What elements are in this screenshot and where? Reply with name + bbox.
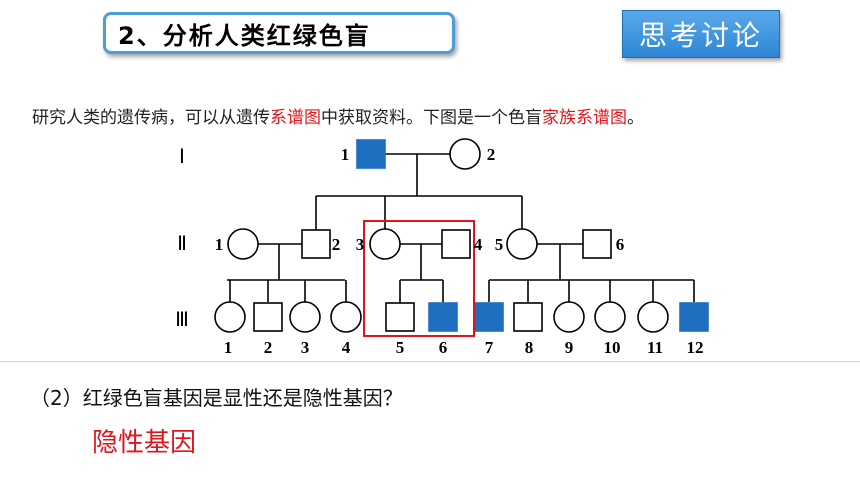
label-gen3-10: 10 <box>604 338 621 357</box>
section-divider <box>0 361 860 362</box>
label-gen3-8: 8 <box>525 338 534 357</box>
gen3-individual-1 <box>214 301 246 333</box>
label-gen2-2: 2 <box>332 235 341 254</box>
gen3-individual-4 <box>330 301 362 333</box>
gen3-individual-2 <box>253 302 283 332</box>
gen3-individual-12 <box>679 302 709 332</box>
label-gen3-4: 4 <box>342 338 351 357</box>
label-gen2-5: 5 <box>495 235 504 254</box>
label-gen2-3: 3 <box>356 235 365 254</box>
section-title-text: 2、分析人类红绿色盲 <box>118 21 371 50</box>
gen1-individual-1 <box>356 139 386 169</box>
gen2-individual-3 <box>369 228 401 260</box>
answer-text: 隐性基因 <box>92 428 197 458</box>
intro-part3: 。 <box>627 108 644 128</box>
gen3-individual-11 <box>637 301 669 333</box>
intro-part2: 中获取资料。下图是一个色盲 <box>321 108 542 128</box>
label-gen2-4: 4 <box>474 235 483 254</box>
label-gen3-5: 5 <box>396 338 405 357</box>
label-gen3-2: 2 <box>264 338 273 357</box>
gen2-individual-4 <box>441 229 471 259</box>
intro-highlight-pedigree: 系谱图 <box>270 108 321 128</box>
gen2-individual-5 <box>506 228 538 260</box>
gen3-individual-3 <box>289 301 321 333</box>
label-gen1-2: 2 <box>487 145 496 164</box>
gen2-individual-6 <box>582 229 612 259</box>
generation-label-1: Ⅰ <box>179 146 185 168</box>
discuss-button[interactable]: 思考讨论 <box>622 10 780 58</box>
label-gen3-12: 12 <box>687 338 704 357</box>
gen2-individual-1 <box>227 228 259 260</box>
label-gen3-6: 6 <box>439 338 448 357</box>
label-gen3-3: 3 <box>301 338 310 357</box>
label-gen1-1: 1 <box>341 145 350 164</box>
label-gen2-1: 1 <box>215 235 224 254</box>
gen1-individual-2 <box>449 138 481 170</box>
question-text: （2）红绿色盲基因是显性还是隐性基因？ <box>30 386 403 410</box>
label-gen3-11: 11 <box>647 338 663 357</box>
intro-text: 研究人类的遗传病，可以从遗传系谱图中获取资料。下图是一个色盲家族系谱图。 <box>32 103 644 128</box>
label-gen3-9: 9 <box>565 338 574 357</box>
gen3-individual-8 <box>513 302 543 332</box>
generation-label-3: Ⅲ <box>175 309 189 331</box>
gen2-individual-2 <box>301 229 331 259</box>
gen3-individual-5 <box>385 302 415 332</box>
gen3-individual-9 <box>553 301 585 333</box>
intro-highlight-family-pedigree: 家族系谱图 <box>542 108 627 128</box>
label-gen3-7: 7 <box>485 338 494 357</box>
intro-part1: 研究人类的遗传病，可以从遗传 <box>32 108 270 128</box>
gen3-individual-10 <box>594 301 626 333</box>
generation-label-2: Ⅱ <box>177 233 187 255</box>
label-gen2-6: 6 <box>616 235 625 254</box>
gen3-individual-6 <box>428 302 458 332</box>
label-gen3-1: 1 <box>224 338 233 357</box>
section-title: 2、分析人类红绿色盲 <box>103 12 455 54</box>
gen3-individual-7 <box>474 302 504 332</box>
highlight-box <box>363 220 475 337</box>
discuss-button-label: 思考讨论 <box>638 19 763 52</box>
